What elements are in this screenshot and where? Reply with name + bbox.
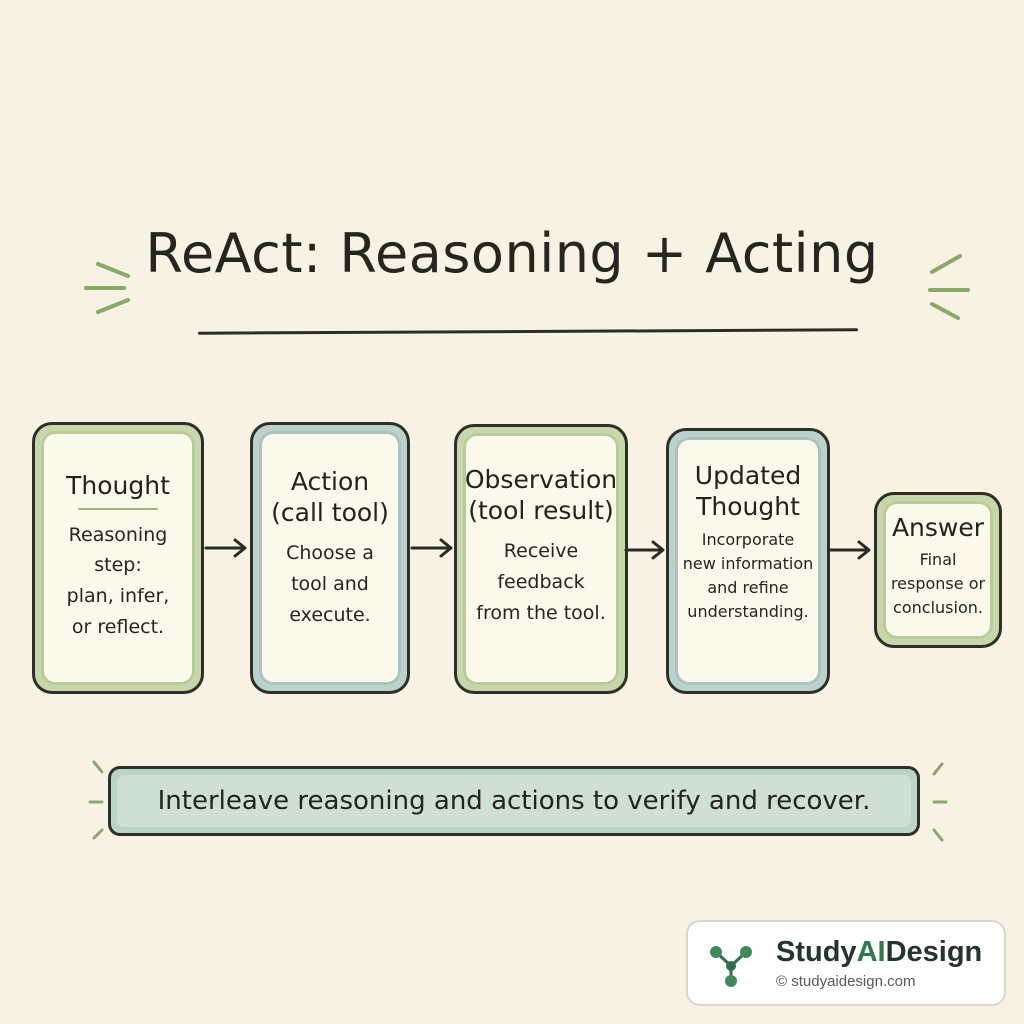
step-action-body: Choose a tool and execute. (286, 542, 374, 626)
summary-banner-text: Interleave reasoning and actions to veri… (117, 775, 911, 827)
step-observation-heading: Observation (tool result) (464, 465, 618, 525)
brand-name: StudyAIDesign (776, 936, 983, 968)
step-updated-thought-body: Incorporate new information and refine u… (682, 530, 814, 621)
step-updated-thought-box: Updated Thought Incorporate new informat… (666, 428, 830, 694)
step-answer-body: Final response or conclusion. (890, 549, 986, 617)
arrow-right-icon (204, 538, 247, 558)
brand-url: © studyaidesign.com (776, 973, 916, 990)
sparkle-dashes-icon (928, 254, 970, 320)
step-observation-body: Receive feedback from the tool. (476, 540, 606, 624)
arrow-right-icon (410, 538, 453, 558)
step-updated-thought-heading: Updated Thought (694, 461, 802, 521)
arrow-right-icon (828, 540, 871, 560)
summary-banner: Interleave reasoning and actions to veri… (108, 766, 920, 836)
step-observation-box: Observation (tool result) Receive feedba… (454, 424, 628, 694)
sparkle-dashes-icon (84, 262, 130, 314)
title-underline (197, 328, 859, 335)
step-answer-heading: Answer (891, 513, 985, 542)
molecule-logo-icon (710, 946, 752, 987)
step-thought-box: Thought Reasoning step: plan, infer, or … (32, 422, 204, 694)
sparkle-dashes-icon (932, 762, 948, 842)
step-thought-body: Reasoning step: plan, infer, or reflect. (66, 523, 170, 638)
step-thought-heading: Thought (66, 471, 170, 500)
step-answer-box: Answer Final response or conclusion. (874, 492, 1002, 648)
step-action-box: Action (call tool) Choose a tool and exe… (250, 422, 410, 694)
brand-logo-card[interactable]: StudyAIDesign © studyaidesign.com (686, 920, 1006, 1006)
diagram-title: ReAct: Reasoning + Acting (145, 222, 879, 285)
step-action-heading: Action (call tool) (271, 467, 389, 527)
sparkle-dashes-icon (88, 760, 104, 840)
heading-underline (78, 507, 158, 510)
arrow-right-icon (624, 540, 665, 560)
